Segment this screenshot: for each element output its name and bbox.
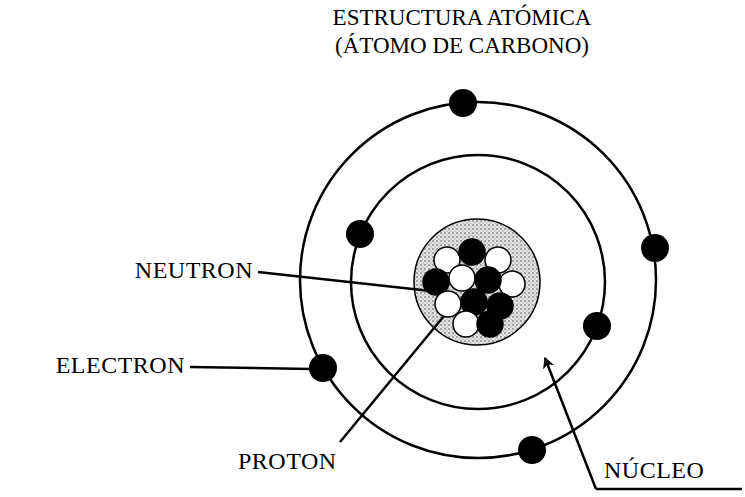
inner-orbit <box>351 155 605 409</box>
nucleus <box>414 219 540 345</box>
diagram-title: ESTRUCTURA ATÓMICA (ÁTOMO DE CARBONO) <box>302 4 622 60</box>
proton-label: PROTON <box>238 447 337 476</box>
neutron-label: NEUTRON <box>135 256 253 285</box>
outer-orbit <box>300 102 656 458</box>
electron-label: ELECTRON <box>56 351 185 380</box>
nucleus-label: NÚCLEO <box>604 456 704 485</box>
leader-lines <box>190 272 742 489</box>
electrons <box>309 89 669 464</box>
